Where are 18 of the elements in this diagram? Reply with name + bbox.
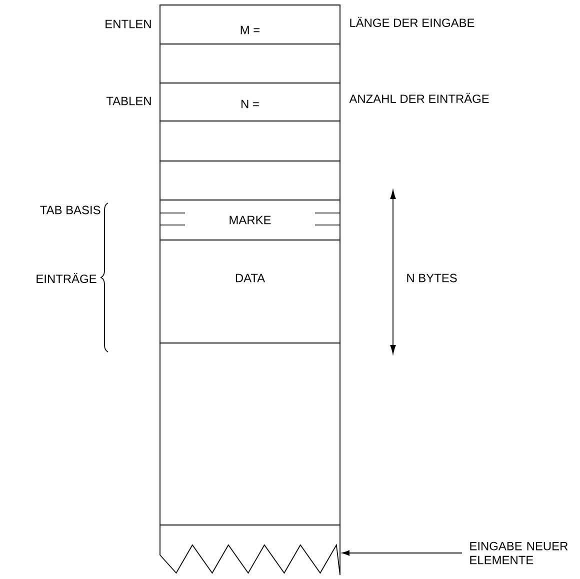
side-label: N BYTES bbox=[407, 274, 457, 282]
arrow bbox=[342, 550, 462, 556]
memory-cell: M = bbox=[160, 4, 340, 44]
side-label: EINTRÄGE bbox=[36, 272, 96, 284]
memory-cell bbox=[160, 342, 340, 526]
side-label: LÄNGE DER EINGABE bbox=[350, 16, 474, 28]
data-cell: DATA bbox=[160, 240, 340, 344]
side-label: TABLEN bbox=[106, 96, 151, 106]
side-label: ENTLEN bbox=[106, 20, 151, 28]
marker-cell: MARKE bbox=[160, 200, 340, 240]
torn-cell bbox=[160, 524, 340, 576]
side-label: ANZAHL DER EINTRÄGE bbox=[349, 92, 489, 104]
memory-cell bbox=[160, 44, 340, 84]
memory-cell: N = bbox=[160, 82, 340, 122]
memory-cell bbox=[160, 160, 340, 200]
side-label: TAB BASIS bbox=[40, 206, 100, 214]
note-text: EINGABE NEUER ELEMENTE bbox=[470, 542, 568, 564]
memory-cell bbox=[160, 120, 340, 162]
